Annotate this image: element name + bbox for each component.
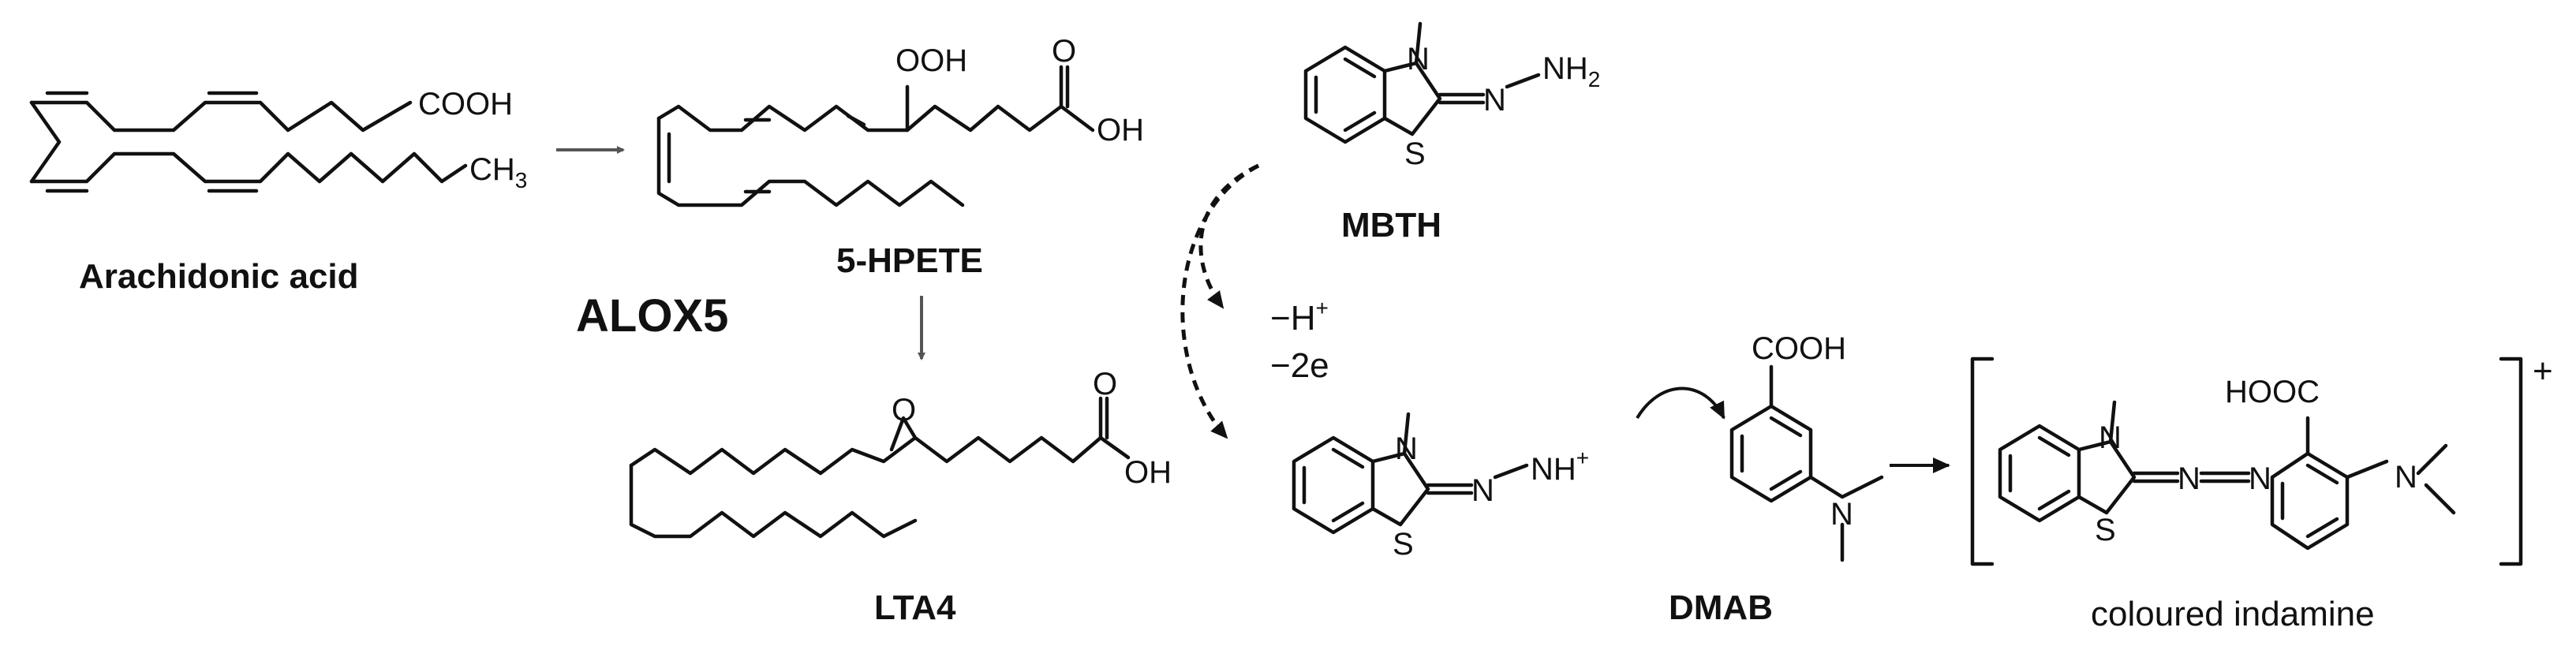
- dmab-cooh-label: COOH: [1752, 331, 1846, 366]
- dmab-structure: COOH N: [1729, 331, 1884, 562]
- enzyme-label: ALOX5: [576, 290, 728, 342]
- carbonyl-o-label: O: [1052, 34, 1076, 69]
- oh-label: OH: [1097, 113, 1144, 147]
- mbth-label: MBTH: [1341, 206, 1441, 245]
- indamine-s-label: S: [2095, 513, 2116, 547]
- cation-n-label: N: [1395, 431, 1418, 466]
- indamine-n1-label: N: [2178, 461, 2200, 496]
- hpete-structure: OOH O OH: [656, 34, 1144, 207]
- indamine-hooc-label: HOOC: [2225, 375, 2320, 409]
- dmab-label: DMAB: [1669, 588, 1773, 627]
- arachidonic-acid-structure: COOH CH3: [29, 87, 527, 193]
- mbth-s-label: S: [1404, 136, 1426, 171]
- minus-2e-label: −2e: [1270, 346, 1329, 385]
- dmab-n-label: N: [1830, 497, 1853, 532]
- mbth-nh2-label: NH2: [1542, 51, 1600, 91]
- ch3-label: CH3: [469, 152, 527, 192]
- lta4-carbonyl-o-label: O: [1093, 367, 1117, 401]
- lta4-oh-label: OH: [1124, 455, 1172, 490]
- cation-nh-label: NH+: [1531, 446, 1589, 487]
- mbth-hydrazone-n-label: N: [1483, 83, 1506, 118]
- ooh-label: OOH: [895, 43, 967, 78]
- minus-h-label: −H+: [1270, 296, 1329, 338]
- hpete-label: 5-HPETE: [836, 241, 983, 280]
- mbth-structure: N S N NH2: [1303, 21, 1600, 171]
- dashed-arrow-to-cation: [1180, 163, 1260, 439]
- indamine-n2-label: N: [2249, 461, 2271, 496]
- lta4-label: LTA4: [874, 588, 956, 627]
- indamine-dimethylamino-n-label: N: [2395, 460, 2417, 495]
- arachidonic-acid-label: Arachidonic acid: [79, 257, 359, 296]
- cation-s-label: S: [1393, 527, 1414, 562]
- indamine-structure: N S N N HOOC N +: [1970, 352, 2553, 566]
- indamine-label: coloured indamine: [2091, 595, 2375, 633]
- lta4-structure: O O OH: [629, 367, 1172, 539]
- mbth-n-label: N: [1407, 42, 1430, 77]
- indamine-charge-label: +: [2533, 352, 2553, 390]
- epoxide-o-label: O: [892, 393, 916, 428]
- indamine-n-label: N: [2099, 420, 2122, 455]
- mbth-cation-structure: N S N NH+: [1292, 412, 1589, 562]
- cation-hydrazone-n-label: N: [1471, 473, 1494, 508]
- curved-arrow-to-dmab: [1636, 386, 1725, 420]
- cooh-label: COOH: [418, 87, 513, 121]
